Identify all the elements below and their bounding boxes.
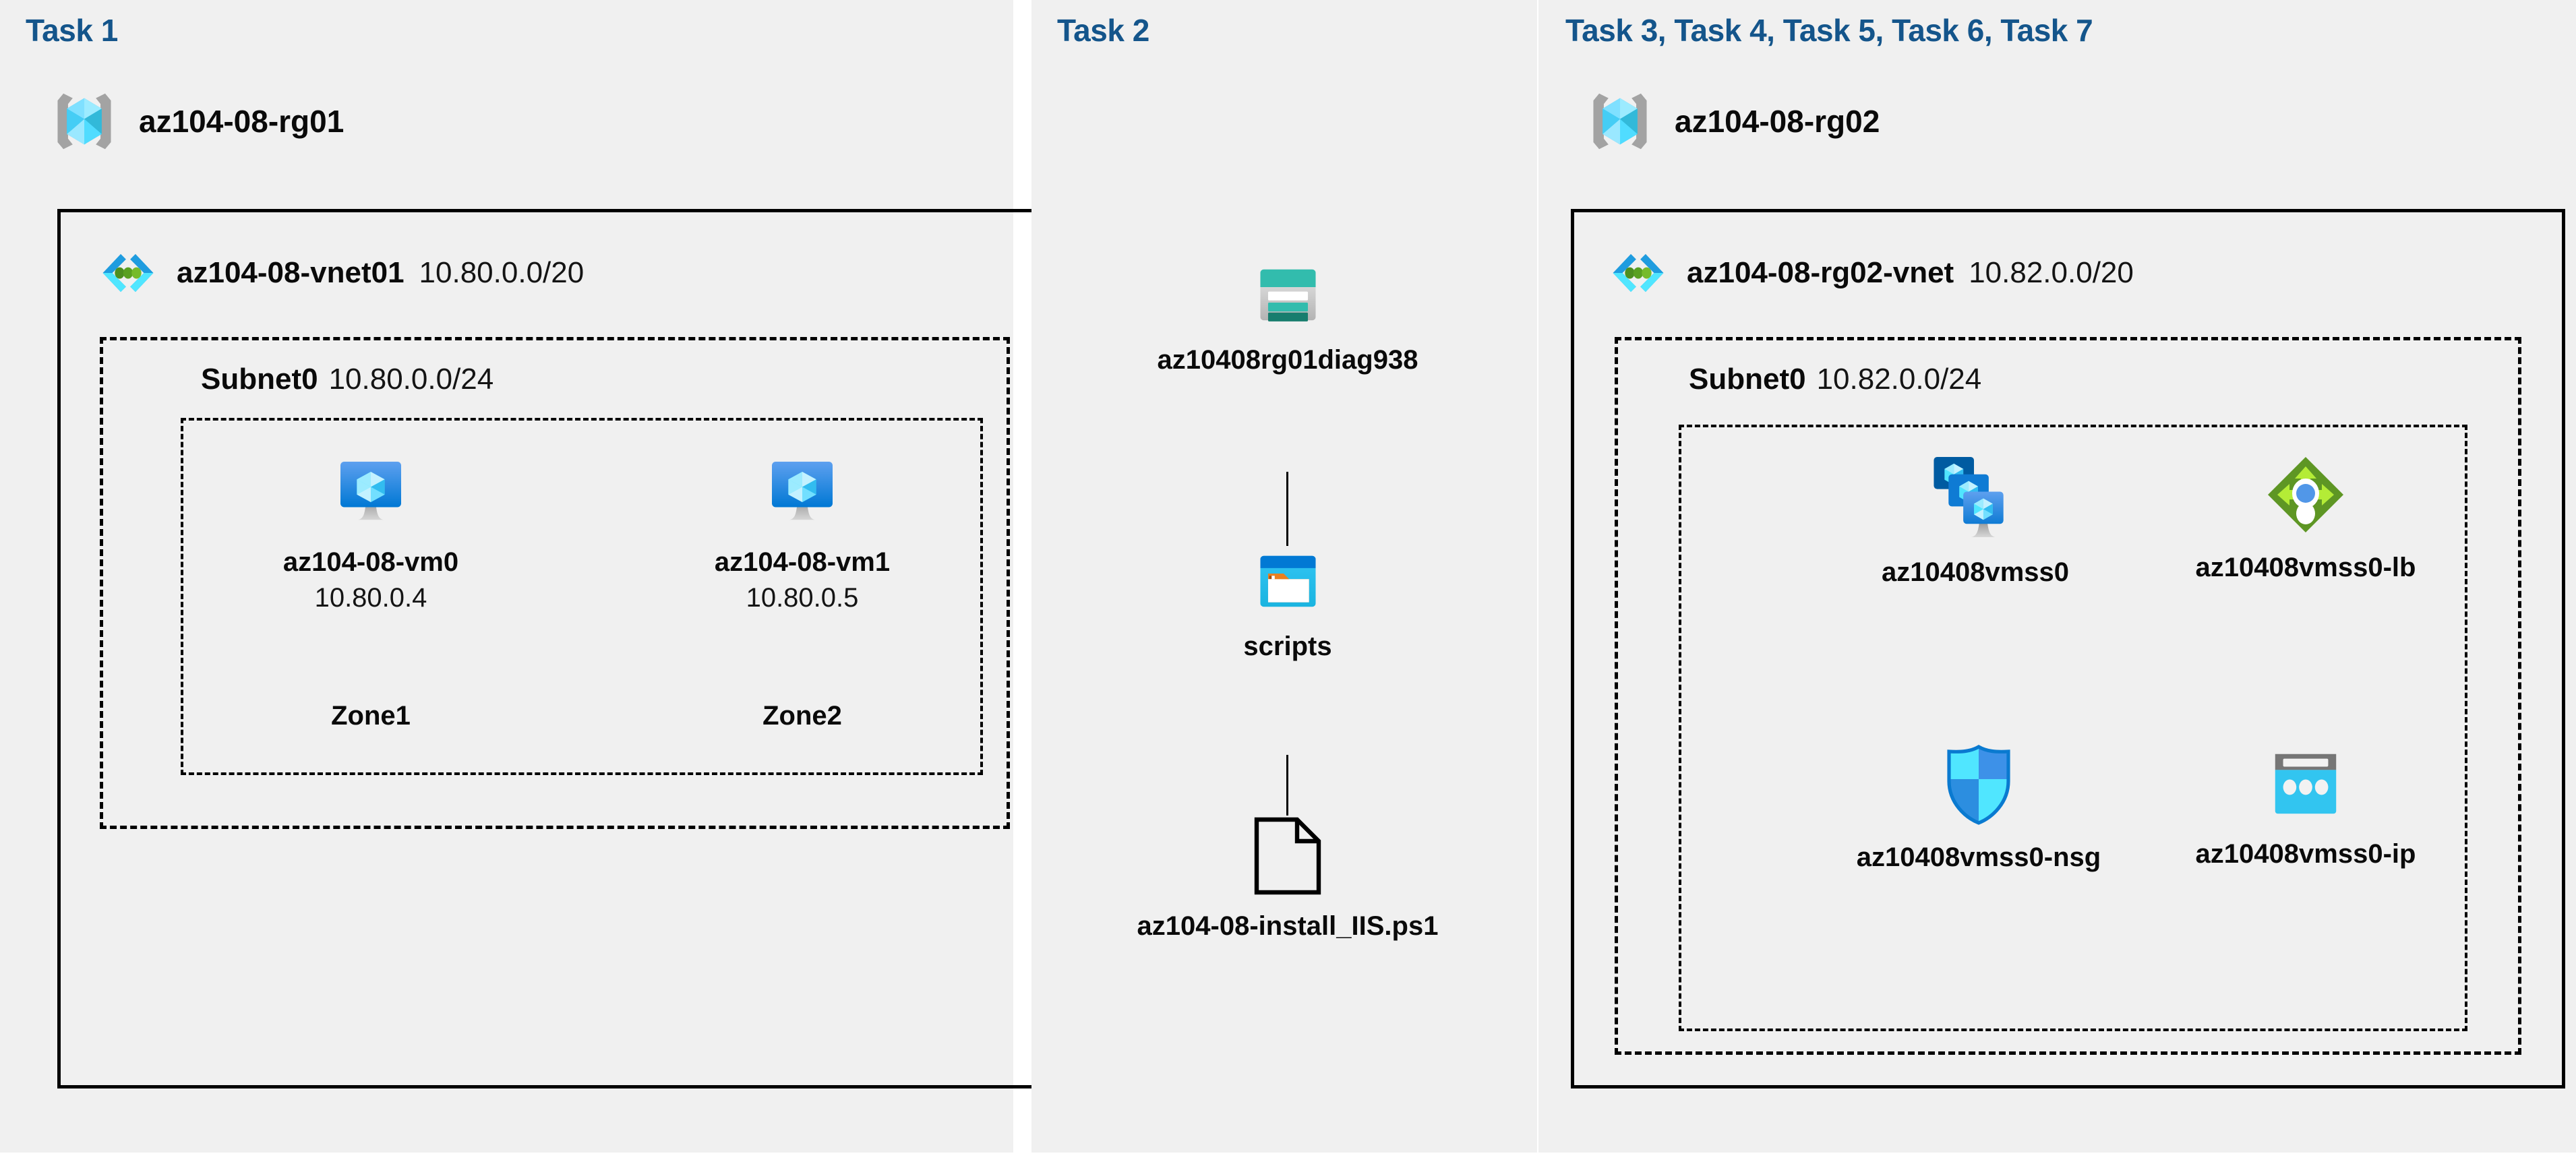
subnet-box-panel3 bbox=[1615, 337, 2521, 1055]
subnet-header-panel1: Subnet0 10.80.0.0/24 bbox=[201, 363, 493, 396]
resource-group-row-rg02: az104-08-rg02 bbox=[1583, 84, 1880, 158]
public-ip-address-icon bbox=[2266, 745, 2345, 824]
vm-name-az104-08-vm0: az104-08-vm0 bbox=[282, 547, 459, 577]
public-ip-node-az10408vmss0-ip[interactable]: az10408vmss0-ip bbox=[2164, 745, 2447, 869]
load-balancer-icon bbox=[2263, 452, 2349, 538]
resource-group-icon bbox=[47, 84, 121, 158]
task-label-2: Task 2 bbox=[1057, 13, 1149, 48]
vm-scale-set-icon bbox=[1928, 452, 2023, 543]
vmss-node-az10408vmss0[interactable]: az10408vmss0 bbox=[1834, 452, 2117, 588]
connector-storage-to-container bbox=[1286, 472, 1288, 546]
storage-account-icon bbox=[1253, 259, 1323, 330]
task-label-3-7: Task 3, Task 4, Task 5, Task 6, Task 7 bbox=[1565, 13, 2093, 48]
vm-ip-az104-08-vm1: 10.80.0.5 bbox=[746, 583, 859, 613]
resource-group-box-panel3 bbox=[1679, 425, 2467, 1031]
public-ip-name-az10408vmss0-ip: az10408vmss0-ip bbox=[2195, 839, 2416, 869]
load-balancer-name-az10408vmss0-lb: az10408vmss0-lb bbox=[2195, 553, 2416, 582]
subnet-cidr-panel3: 10.82.0.0/24 bbox=[1816, 363, 1982, 396]
vmss-name-az10408vmss0: az10408vmss0 bbox=[1881, 557, 2070, 587]
task-label-1: Task 1 bbox=[26, 13, 118, 48]
virtual-network-icon bbox=[1605, 239, 1672, 307]
subnet-name-panel3: Subnet0 bbox=[1689, 363, 1806, 396]
virtual-network-icon bbox=[94, 239, 162, 307]
vm-name-az104-08-vm1: az104-08-vm1 bbox=[714, 547, 891, 577]
resource-group-name-rg02: az104-08-rg02 bbox=[1675, 104, 1880, 139]
vnet-box-rg02-vnet bbox=[1571, 209, 2565, 1088]
vm-node-az104-08-vm0[interactable]: az104-08-vm0 10.80.0.4 bbox=[270, 452, 472, 613]
vnet-name-vnet01: az104-08-vnet01 bbox=[177, 256, 405, 289]
subnet-name-panel1: Subnet0 bbox=[201, 363, 318, 396]
vnet-cidr-rg02-vnet: 10.82.0.0/20 bbox=[1969, 256, 2134, 289]
vm-zone-az104-08-vm0: Zone1 bbox=[331, 701, 411, 731]
panel-task1 bbox=[0, 0, 1013, 1153]
resource-group-row-rg01: az104-08-rg01 bbox=[47, 84, 344, 158]
panel-task3-7 bbox=[1538, 0, 2576, 1153]
vm-node-az104-08-vm1[interactable]: az104-08-vm1 10.80.0.5 bbox=[701, 452, 903, 613]
vnet-header-vnet01: az104-08-vnet01 10.80.0.0/20 bbox=[94, 239, 584, 307]
script-file-name: az104-08-install_IIS.ps1 bbox=[1137, 911, 1439, 941]
resource-group-icon bbox=[1583, 84, 1657, 158]
load-balancer-node-az10408vmss0-lb[interactable]: az10408vmss0-lb bbox=[2164, 452, 2447, 583]
subnet-box-panel1 bbox=[100, 337, 1010, 829]
network-security-group-icon bbox=[1939, 741, 2018, 828]
nsg-node-az10408vmss0-nsg[interactable]: az10408vmss0-nsg bbox=[1837, 741, 2120, 873]
vnet-name-rg02-vnet: az104-08-rg02-vnet bbox=[1687, 256, 1954, 289]
vm-group-box-panel1 bbox=[181, 418, 983, 775]
storage-account-name: az10408rg01diag938 bbox=[1157, 345, 1418, 375]
vnet-header-rg02-vnet: az104-08-rg02-vnet 10.82.0.0/20 bbox=[1605, 239, 2134, 307]
subnet-header-panel3: Subnet0 10.82.0.0/24 bbox=[1689, 363, 1981, 396]
blob-container-name: scripts bbox=[1243, 632, 1332, 661]
virtual-machine-icon bbox=[762, 452, 843, 532]
vnet-cidr-vnet01: 10.80.0.0/20 bbox=[419, 256, 585, 289]
storage-account-node[interactable]: az10408rg01diag938 bbox=[1146, 259, 1429, 375]
blob-container-node[interactable]: scripts bbox=[1146, 546, 1429, 662]
vm-zone-az104-08-vm1: Zone2 bbox=[762, 701, 842, 731]
subnet-cidr-panel1: 10.80.0.0/24 bbox=[328, 363, 494, 396]
file-icon bbox=[1251, 816, 1324, 896]
vm-ip-az104-08-vm0: 10.80.0.4 bbox=[314, 583, 427, 613]
blob-container-icon bbox=[1253, 546, 1323, 617]
virtual-machine-icon bbox=[330, 452, 411, 532]
connector-container-to-file bbox=[1286, 755, 1288, 816]
resource-group-name-rg01: az104-08-rg01 bbox=[139, 104, 345, 139]
nsg-name-az10408vmss0-nsg: az10408vmss0-nsg bbox=[1856, 842, 2101, 872]
script-file-node[interactable]: az104-08-install_IIS.ps1 bbox=[1119, 816, 1456, 942]
